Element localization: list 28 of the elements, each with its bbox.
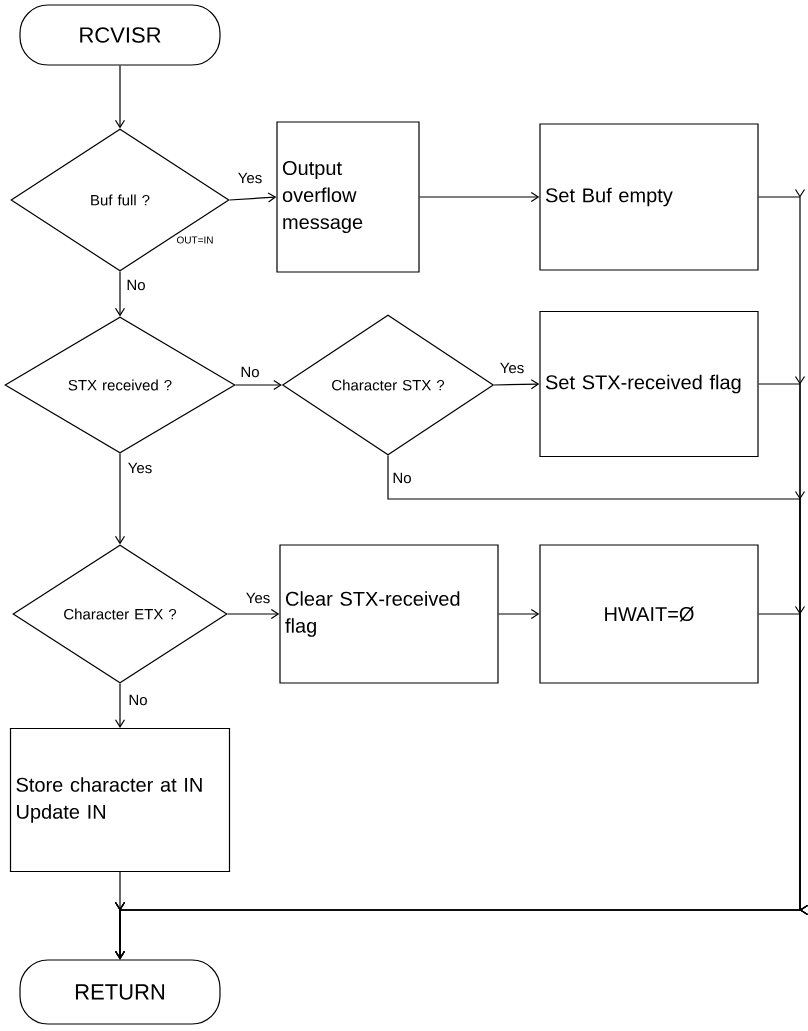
condition-note: OUT=IN	[177, 236, 213, 244]
edge-label: No	[241, 366, 259, 378]
arrow	[229, 192, 277, 203]
edge-label: Yes	[246, 592, 270, 604]
edge-label: No	[393, 472, 411, 484]
arrow	[114, 683, 126, 728]
arrow	[114, 453, 126, 545]
terminal-box: RCVISR	[19, 4, 221, 66]
process-box: Clear STX-received flag	[279, 544, 499, 684]
process-box: Set Buf empty	[539, 123, 759, 271]
arrow	[498, 608, 540, 620]
arrow	[114, 871, 126, 960]
edge-label: Yes	[128, 462, 152, 474]
edge-label: Yes	[500, 362, 524, 374]
terminal-box: RETURN	[19, 959, 221, 1025]
process-box: Output overflow message	[276, 121, 420, 273]
process-box: Set STX-received flag	[539, 310, 759, 458]
arrow	[227, 608, 280, 620]
arrow	[114, 271, 126, 317]
process-box: HWAIT=Ø	[539, 544, 759, 684]
edge-label: No	[127, 279, 145, 291]
arrow	[419, 191, 540, 203]
arrow	[235, 379, 282, 391]
edge-label: Yes	[238, 172, 262, 184]
edge-label: No	[129, 694, 147, 706]
process-box: Store character at IN Update IN	[9, 727, 231, 873]
arrow	[493, 379, 540, 390]
arrow	[114, 65, 126, 129]
